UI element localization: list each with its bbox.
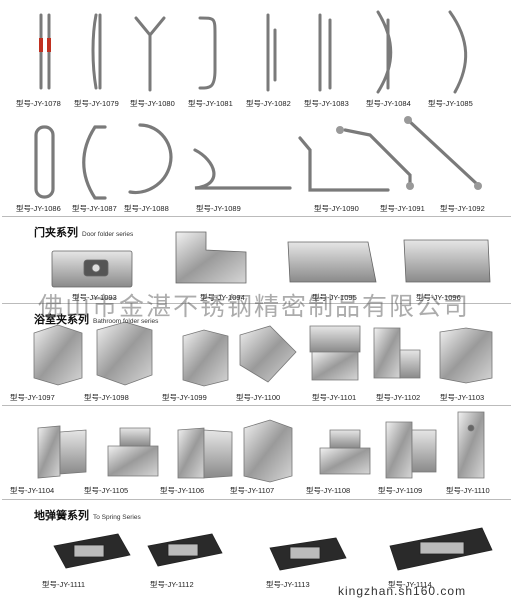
divider	[2, 405, 511, 406]
model-label: 型号-JY-1102	[376, 393, 421, 402]
model-label: 型号-JY-1106	[160, 486, 205, 495]
model-label: 型号-JY-1100	[236, 393, 281, 402]
handle-1080	[134, 16, 166, 92]
model-label: 型号-JY-1079	[74, 99, 119, 108]
model-label: 型号-JY-1103	[440, 393, 485, 402]
model-label: 型号-JY-1114	[388, 580, 432, 589]
model-label: 型号-JY-1086	[16, 204, 61, 213]
model-label: 型号-JY-1092	[440, 204, 485, 213]
model-label: 型号-JY-1085	[428, 99, 473, 108]
divider	[2, 499, 511, 500]
handle-1079	[91, 13, 102, 90]
model-label: 型号-JY-1094	[200, 293, 245, 302]
model-label: 型号-JY-1110	[446, 486, 490, 495]
model-label: 型号-JY-1082	[246, 99, 291, 108]
model-label: 型号-JY-1081	[188, 99, 233, 108]
model-label: 型号-JY-1111	[42, 580, 86, 589]
door-folder-products	[51, 231, 491, 288]
model-label: 型号-JY-1096	[416, 293, 461, 302]
handle-1090	[298, 136, 390, 192]
model-label: 型号-JY-1112	[150, 580, 194, 589]
divider	[2, 303, 511, 304]
website-watermark: kingzhan.sh160.com	[338, 584, 467, 598]
model-label: 型号-JY-1099	[162, 393, 207, 402]
handle-1091	[343, 128, 412, 187]
model-label: 型号-JY-1105	[84, 486, 129, 495]
model-label: 型号-JY-1104	[10, 486, 55, 495]
handle-1092	[406, 118, 480, 187]
model-label: 型号-JY-1089	[196, 204, 241, 213]
company-watermark: 佛山市金湛不锈钢精密制品有限公司	[38, 292, 471, 321]
handle-1088	[128, 123, 173, 195]
model-label: 型号-JY-1108	[306, 486, 351, 495]
model-label: 型号-JY-1113	[266, 580, 310, 589]
model-label: 型号-JY-1101	[312, 393, 357, 402]
model-label: 型号-JY-1078	[16, 99, 61, 108]
model-label: 型号-JY-1091	[380, 204, 425, 213]
handle-1082	[266, 13, 277, 92]
model-label: 型号-JY-1098	[84, 393, 129, 402]
handle-1085	[448, 10, 468, 94]
hinge-products	[37, 411, 485, 483]
model-label: 型号-JY-1109	[378, 486, 423, 495]
model-label: 型号-JY-1083	[304, 99, 349, 108]
handle-1081	[198, 16, 217, 90]
handle-1087	[82, 125, 107, 200]
model-label: 型号-JY-1097	[10, 393, 55, 402]
handle-1086	[34, 125, 55, 199]
model-label: 型号-JY-1087	[72, 204, 117, 213]
model-label: 型号-JY-1080	[130, 99, 175, 108]
model-label: 型号-JY-1107	[230, 486, 275, 495]
model-label: 型号-JY-1093	[72, 293, 117, 302]
divider	[2, 216, 511, 217]
bathroom-folder-products	[33, 321, 493, 387]
floor-spring-products	[53, 527, 493, 571]
handle-1083	[318, 13, 332, 92]
model-label: 型号-JY-1090	[314, 204, 359, 213]
model-label: 型号-JY-1088	[124, 204, 169, 213]
model-label: 型号-JY-1084	[366, 99, 411, 108]
handle-1084	[376, 10, 393, 94]
model-label: 型号-JY-1095	[312, 293, 357, 302]
handle-1089	[193, 148, 292, 190]
